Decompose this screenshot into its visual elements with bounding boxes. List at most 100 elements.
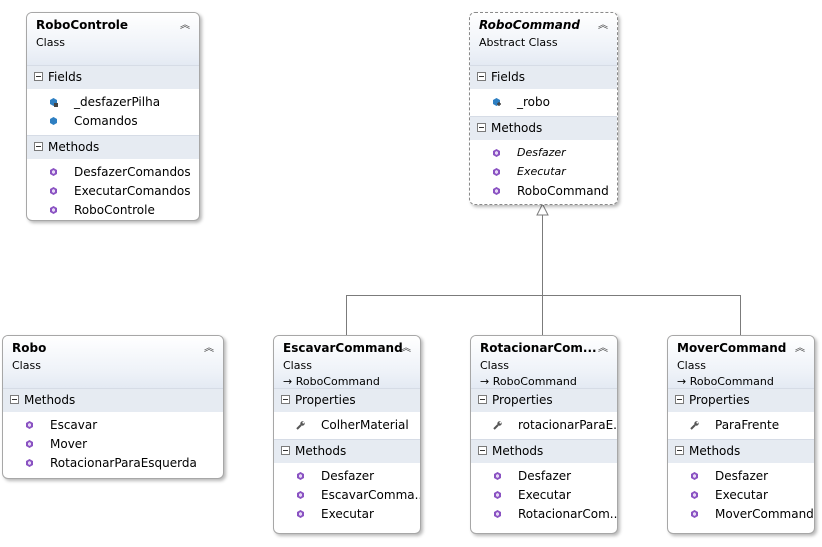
section-fields[interactable]: Fields bbox=[27, 65, 199, 89]
section-properties[interactable]: Properties bbox=[274, 388, 420, 412]
member-method-abstract[interactable]: Executar bbox=[470, 163, 617, 182]
base-class: → RoboCommand bbox=[677, 375, 774, 388]
section-methods[interactable]: Methods bbox=[27, 135, 199, 159]
method-icon bbox=[494, 491, 501, 499]
class-box-robocontrole[interactable]: RoboControle Class ︽ Fields _desfazerPil… bbox=[26, 12, 200, 221]
member-method-abstract[interactable]: Desfazer bbox=[470, 144, 617, 163]
collapse-section-icon[interactable] bbox=[281, 395, 290, 404]
member-method[interactable]: Executar bbox=[471, 486, 617, 505]
method-icon bbox=[691, 491, 698, 499]
section-label: Fields bbox=[48, 70, 82, 84]
collapse-section-icon[interactable] bbox=[477, 123, 486, 132]
class-stereotype: Class bbox=[283, 359, 312, 372]
member-name: _robo bbox=[517, 95, 550, 109]
method-icon bbox=[493, 187, 500, 195]
member-method[interactable]: Desfazer bbox=[471, 467, 617, 486]
member-method[interactable]: Escavar bbox=[3, 416, 223, 435]
class-box-movercommand[interactable]: MoverCommand Class → RoboCommand ︽ Prope… bbox=[667, 335, 815, 534]
collapse-section-icon[interactable] bbox=[34, 72, 43, 81]
collapse-icon[interactable]: ︽ bbox=[401, 343, 411, 354]
class-box-robocommand[interactable]: RoboCommand Abstract Class ︽ Fields _rob… bbox=[469, 12, 618, 205]
method-icon bbox=[26, 421, 33, 429]
method-icon bbox=[494, 510, 501, 518]
class-stereotype: Class bbox=[480, 359, 509, 372]
member-method[interactable]: EscavarComma... bbox=[274, 486, 420, 505]
collapse-icon[interactable]: ︽ bbox=[180, 20, 190, 31]
member-method[interactable]: Mover bbox=[3, 435, 223, 454]
section-properties[interactable]: Properties bbox=[471, 388, 617, 412]
base-class: → RoboCommand bbox=[480, 375, 577, 388]
inheritance-arrowhead bbox=[536, 202, 549, 216]
member-name: Desfazer bbox=[321, 469, 375, 483]
section-label: Fields bbox=[491, 70, 525, 84]
method-icon bbox=[691, 510, 698, 518]
collapse-section-icon[interactable] bbox=[477, 72, 486, 81]
member-name: Executar bbox=[715, 488, 768, 502]
section-methods[interactable]: Methods bbox=[3, 388, 223, 412]
collapse-icon[interactable]: ︽ bbox=[598, 343, 608, 354]
section-methods[interactable]: Methods bbox=[274, 439, 420, 463]
member-property[interactable]: ParaFrente bbox=[668, 416, 814, 435]
section-label: Methods bbox=[491, 121, 543, 135]
member-property[interactable]: ColherMaterial bbox=[274, 416, 420, 435]
method-icon bbox=[50, 206, 57, 214]
collapse-icon[interactable]: ︽ bbox=[598, 20, 608, 31]
member-method[interactable]: DesfazerComandos bbox=[27, 163, 199, 182]
member-name: RoboControle bbox=[74, 203, 155, 217]
section-label: Methods bbox=[689, 444, 741, 458]
collapse-section-icon[interactable] bbox=[478, 395, 487, 404]
member-name: _desfazerPilha bbox=[74, 95, 161, 109]
member-name: Executar bbox=[517, 165, 566, 178]
method-icon bbox=[26, 459, 33, 467]
member-property[interactable]: rotacionarParaE... bbox=[471, 416, 617, 435]
member-field[interactable]: _desfazerPilha bbox=[27, 93, 199, 112]
member-method[interactable]: Executar bbox=[668, 486, 814, 505]
member-method[interactable]: RoboCommand bbox=[470, 182, 617, 201]
collapse-section-icon[interactable] bbox=[281, 446, 290, 455]
member-method[interactable]: ExecutarComandos bbox=[27, 182, 199, 201]
wrench-icon bbox=[690, 421, 699, 430]
section-methods[interactable]: Methods bbox=[470, 116, 617, 140]
member-method[interactable]: MoverCommand bbox=[668, 505, 814, 524]
collapse-icon[interactable]: ︽ bbox=[204, 343, 214, 354]
class-stereotype: Class bbox=[677, 359, 706, 372]
member-name: Desfazer bbox=[517, 146, 566, 159]
section-fields[interactable]: Fields bbox=[470, 65, 617, 89]
protected-field-icon bbox=[493, 98, 501, 106]
member-field[interactable]: _robo bbox=[470, 93, 617, 112]
collapse-section-icon[interactable] bbox=[478, 446, 487, 455]
collapse-section-icon[interactable] bbox=[675, 395, 684, 404]
member-name: ParaFrente bbox=[715, 418, 780, 432]
member-name: Executar bbox=[321, 507, 374, 521]
class-header: RoboControle Class ︽ bbox=[27, 13, 199, 65]
member-name: Mover bbox=[50, 437, 88, 451]
member-name: DesfazerComandos bbox=[74, 165, 191, 179]
collapse-icon[interactable]: ︽ bbox=[795, 343, 805, 354]
member-name: Executar bbox=[518, 488, 571, 502]
method-icon bbox=[50, 187, 57, 195]
member-method[interactable]: RotacionarCom... bbox=[471, 505, 617, 524]
class-box-escavarcommand[interactable]: EscavarCommand Class → RoboCommand ︽ Pro… bbox=[273, 335, 421, 534]
collapse-section-icon[interactable] bbox=[10, 395, 19, 404]
wrench-icon bbox=[296, 421, 305, 430]
section-methods[interactable]: Methods bbox=[668, 439, 814, 463]
member-name: RoboCommand bbox=[517, 184, 609, 198]
class-box-robo[interactable]: Robo Class ︽ Methods Escavar Mover Rotac… bbox=[2, 335, 224, 479]
class-box-rotacionarcommand[interactable]: RotacionarCom... Class → RoboCommand ︽ P… bbox=[470, 335, 618, 534]
section-properties[interactable]: Properties bbox=[668, 388, 814, 412]
collapse-section-icon[interactable] bbox=[34, 142, 43, 151]
member-method[interactable]: Executar bbox=[274, 505, 420, 524]
member-method[interactable]: Desfazer bbox=[274, 467, 420, 486]
section-label: Properties bbox=[492, 393, 553, 407]
member-field[interactable]: Comandos bbox=[27, 112, 199, 131]
member-method[interactable]: Desfazer bbox=[668, 467, 814, 486]
method-icon bbox=[297, 510, 304, 518]
class-name: Robo bbox=[12, 341, 47, 355]
class-name: RoboCommand bbox=[479, 18, 581, 32]
member-method[interactable]: RoboControle bbox=[27, 201, 199, 220]
class-stereotype: Abstract Class bbox=[479, 36, 558, 49]
collapse-section-icon[interactable] bbox=[675, 446, 684, 455]
member-method[interactable]: RotacionarParaEsquerda bbox=[3, 454, 223, 473]
section-methods[interactable]: Methods bbox=[471, 439, 617, 463]
